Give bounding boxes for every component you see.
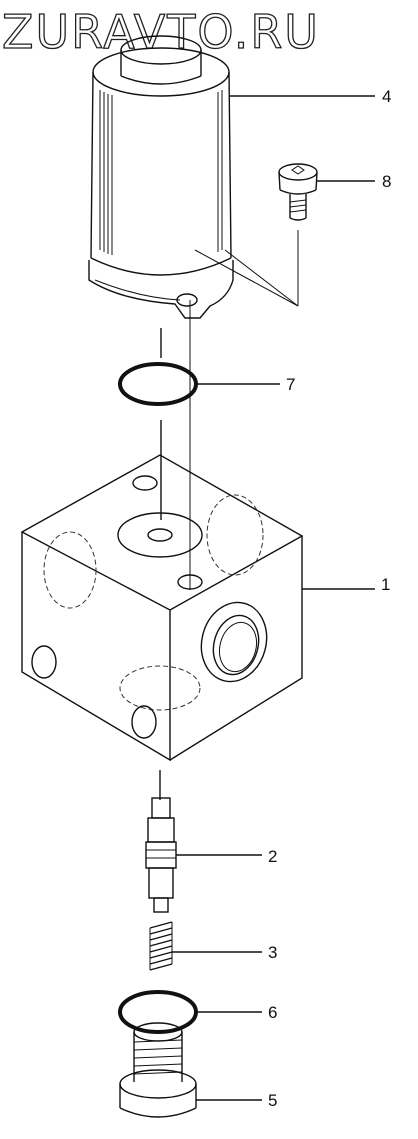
callout-7: 7: [286, 375, 295, 394]
callout-6: 6: [268, 1003, 277, 1022]
watermark-text: ZURAVTO.RU: [2, 5, 320, 59]
part-o-ring-upper: [118, 362, 198, 406]
callout-2: 2: [268, 847, 277, 866]
callout-3: 3: [268, 943, 277, 962]
part-spring: [149, 921, 173, 971]
part-solenoid-coil: [88, 35, 234, 319]
part-spool: [145, 797, 177, 913]
callout-1: 1: [381, 575, 390, 594]
part-valve-block: [20, 454, 304, 762]
callout-8: 8: [382, 172, 391, 191]
part-cap-screw: [278, 163, 318, 221]
callout-5: 5: [268, 1091, 277, 1110]
part-plug: [119, 1022, 197, 1118]
part-o-ring-lower: [118, 990, 198, 1034]
callout-4: 4: [382, 87, 391, 106]
